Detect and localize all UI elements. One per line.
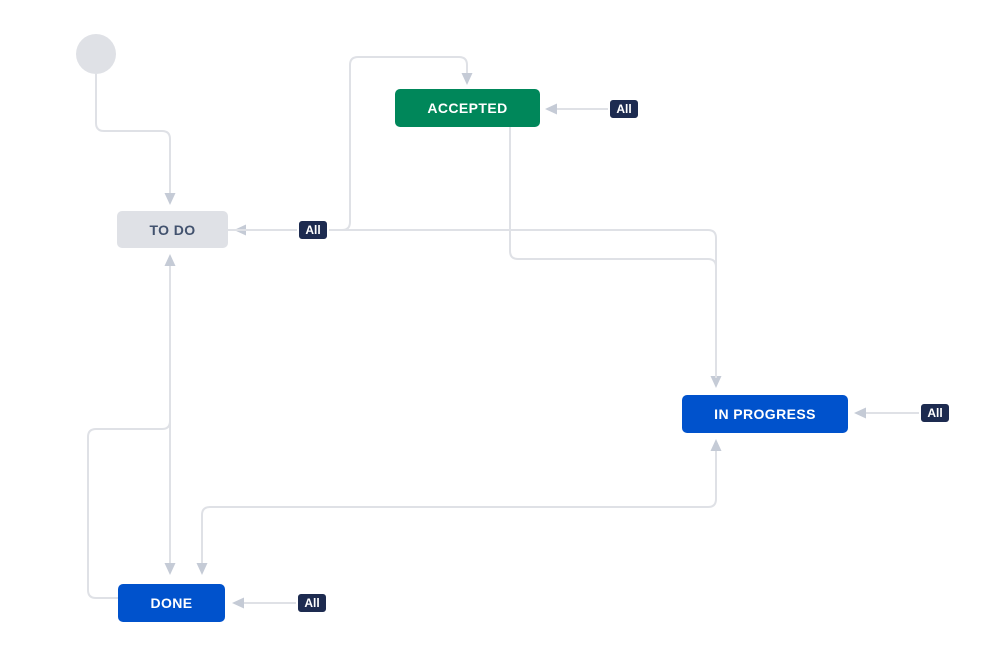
transition-line-done-to-todo-detour	[87, 420, 171, 599]
all-badge-label: All	[927, 406, 943, 420]
status-label-in-progress: IN PROGRESS	[714, 406, 816, 422]
start-node[interactable]	[76, 34, 116, 74]
all-transition-badge-todo[interactable]: All	[297, 219, 329, 241]
all-transition-badge-in-progress[interactable]: All	[919, 402, 951, 424]
status-label-todo: TO DO	[149, 221, 196, 238]
status-node-in-progress[interactable]: IN PROGRESS	[682, 395, 848, 433]
status-node-todo[interactable]: TO DO	[117, 211, 228, 248]
status-node-accepted[interactable]: ACCEPTED	[395, 89, 540, 127]
status-label-accepted: ACCEPTED	[427, 100, 508, 116]
all-badge-label: All	[304, 596, 320, 610]
transition-line-todo-to-accepted	[228, 56, 473, 231]
all-badge-label: All	[305, 223, 321, 237]
all-transition-badge-accepted[interactable]: All	[608, 98, 640, 120]
transition-line-create-to-todo	[95, 74, 176, 205]
status-label-done: DONE	[150, 595, 193, 611]
all-badge-label: All	[616, 102, 632, 116]
all-transition-badge-done[interactable]: All	[296, 592, 328, 614]
transition-line-inprogress-done	[196, 439, 722, 575]
transition-line-todo-to-inprogress	[228, 229, 717, 378]
transition-line-accepted-to-inprogress	[509, 127, 722, 388]
status-node-done[interactable]: DONE	[118, 584, 225, 622]
